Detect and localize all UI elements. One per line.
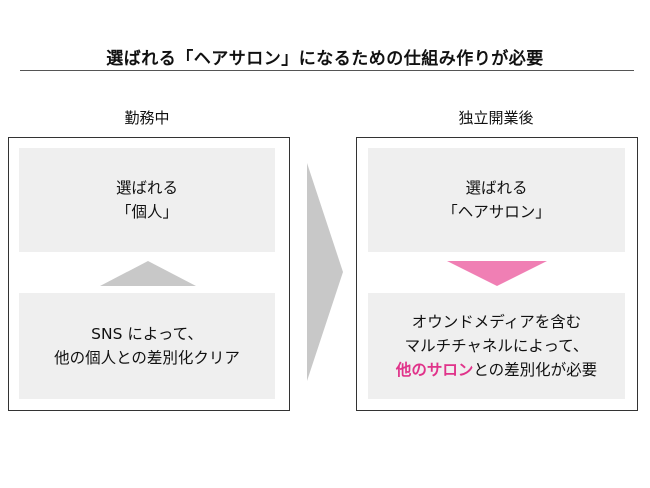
down-triangle-icon [447, 261, 547, 286]
right-top-line-1: 選ばれる [465, 179, 528, 197]
left-top-line-2: 「個人」 [115, 203, 178, 221]
left-column-label: 勤務中 [124, 109, 170, 127]
left-bottom-line-1: SNS によって、 [91, 325, 203, 343]
right-bottom-line-3-rest: との差別化が必要 [473, 361, 598, 379]
right-bottom-line-1: オウンドメディアを含む [411, 313, 582, 331]
right-bottom-line-2: マルチチャネルによって、 [404, 337, 589, 355]
chevron-right-arrow-icon [307, 163, 343, 381]
title-underline [20, 70, 634, 71]
right-top-line-2: 「ヘアサロン」 [442, 203, 551, 221]
right-top-box: 選ばれる 「ヘアサロン」 [368, 148, 625, 252]
right-bottom-box: オウンドメディアを含む マルチチャネルによって、 他のサロンとの差別化が必要 [368, 293, 625, 399]
right-bottom-line-3: 他のサロンとの差別化が必要 [396, 358, 597, 382]
highlight-text: 他のサロン [395, 361, 474, 379]
left-bottom-box: SNS によって、 他の個人との差別化クリア [19, 293, 275, 399]
up-triangle-icon [100, 261, 196, 286]
left-top-line-1: 選ばれる [115, 179, 178, 197]
right-column-label: 独立開業後 [458, 109, 534, 127]
left-top-box: 選ばれる 「個人」 [19, 148, 275, 252]
left-bottom-line-2: 他の個人との差別化クリア [54, 349, 240, 367]
page-title: 選ばれる「ヘアサロン」になるための仕組み作りが必要 [106, 49, 544, 69]
